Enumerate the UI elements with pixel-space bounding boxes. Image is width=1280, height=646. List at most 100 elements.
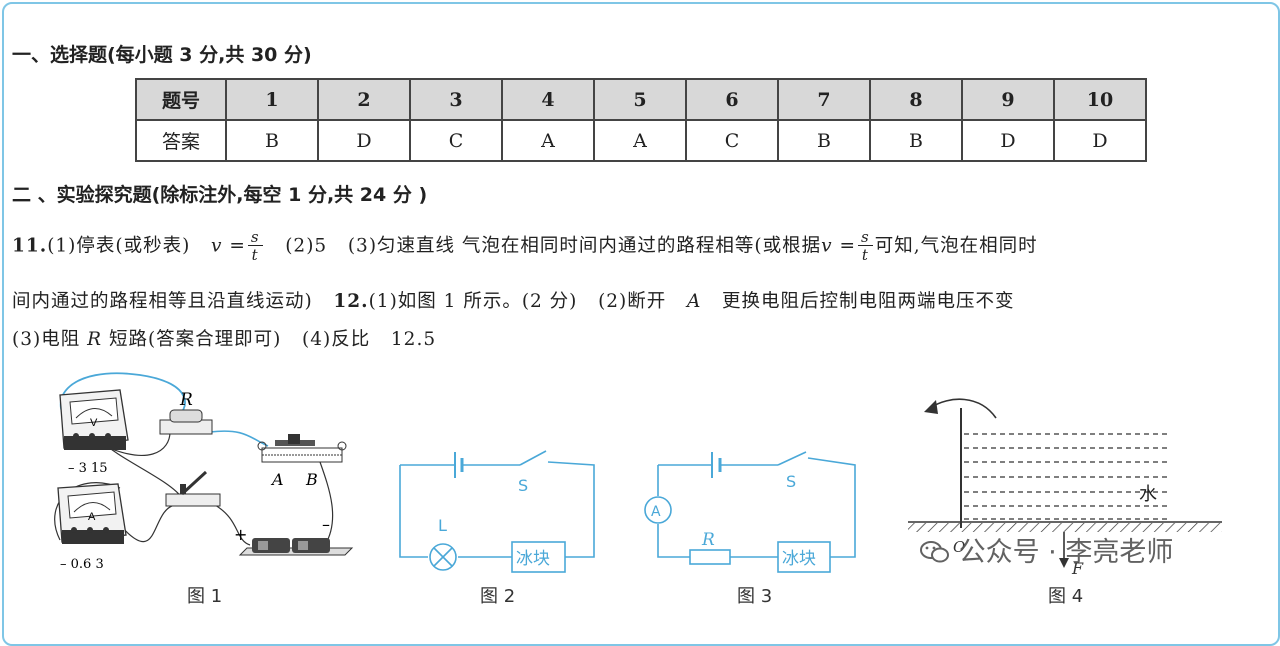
- lamp: [429, 543, 457, 571]
- fraction-numerator: s: [858, 230, 873, 246]
- wire: [319, 461, 334, 546]
- q12-part3-a: (3)电阻: [12, 329, 81, 350]
- wire: [119, 504, 176, 542]
- rotation-arrow: [929, 398, 997, 419]
- fixed-resistor: [159, 409, 213, 435]
- answer-cell: B: [777, 119, 871, 162]
- answer-cell: D: [1053, 119, 1147, 162]
- battery-minus: –: [322, 515, 330, 534]
- wire: [209, 430, 269, 447]
- water-lines: [964, 433, 1168, 520]
- question-number-cell: 5: [593, 78, 687, 121]
- watermark: 公众号 · 李亮老师: [920, 530, 1173, 569]
- answer-cell: A: [501, 119, 595, 162]
- fig2-ice-label: 冰块: [516, 549, 550, 569]
- q11-part3: (3)匀速直线 气泡在相同时间内通过的路程相等(或根据: [347, 235, 822, 257]
- question-number-cell: 4: [501, 78, 595, 121]
- wechat-icon: [920, 540, 950, 564]
- figure4: [908, 398, 1222, 568]
- rheostat-label-b: B: [305, 470, 318, 489]
- fig4-force-label: F: [1071, 559, 1084, 578]
- fig4-caption: 图 4: [1048, 586, 1084, 607]
- answer-cell: D: [317, 119, 411, 162]
- figure1: V – 3 15 R A B: [54, 372, 354, 572]
- q12-number: 12.: [333, 291, 369, 312]
- knife-switch: [165, 470, 221, 507]
- q11-part2: (2)5: [285, 235, 328, 257]
- question-number-cell: 1: [225, 78, 319, 121]
- answer-cell: D: [961, 119, 1055, 162]
- rheostat: [257, 434, 347, 463]
- figure3: [644, 451, 856, 573]
- fraction-denominator: t: [251, 246, 259, 264]
- circuit-wire: [399, 461, 595, 558]
- question-number-cell: 2: [317, 78, 411, 121]
- q12-part2: (2)断开: [598, 291, 667, 312]
- q11-q12-line2: 间内通过的路程相等且沿直线运动) 12.(1)如图 1 所示。(2 分) (2)…: [12, 287, 1014, 313]
- question-number-cell: 6: [685, 78, 779, 121]
- fig2-lamp-label: L: [438, 516, 447, 535]
- answer-cell: A: [593, 119, 687, 162]
- q11-part1: (1)停表(或秒表): [47, 235, 191, 257]
- row-label-answers: 答案: [135, 119, 227, 162]
- q12-part2-tail: 更换电阻后控制电阻两端电压不变: [721, 291, 1015, 312]
- watermark-text: 公众号 · 李亮老师: [958, 537, 1174, 568]
- fraction-denominator: t: [861, 246, 869, 264]
- voltmeter-scale: – 3 15: [68, 461, 108, 476]
- row-label-numbers: 题号: [135, 78, 227, 121]
- fig3-ammeter-label: A: [651, 504, 661, 520]
- rheostat-label-a: A: [270, 470, 284, 489]
- figures-svg: V – 3 15 R A B: [54, 372, 1222, 578]
- q12-part4-value: 12.5: [390, 329, 437, 350]
- battery-pack: [238, 538, 354, 556]
- q12-part1: (1)如图 1 所示。(2 分): [368, 291, 578, 312]
- fig2-caption: 图 2: [480, 586, 516, 607]
- resistor-symbol: [689, 549, 731, 565]
- ice-block-box: [511, 541, 566, 573]
- q11-formula2-lhs: v =: [821, 235, 856, 257]
- question-number-cell: 9: [961, 78, 1055, 121]
- answer-cell: B: [225, 119, 319, 162]
- q11-line2: 间内通过的路程相等且沿直线运动): [12, 291, 313, 312]
- voltmeter: V: [59, 389, 129, 450]
- ammeter-letter: A: [88, 511, 96, 523]
- fig1-caption: 图 1: [187, 586, 223, 607]
- fig4-pivot-label: O: [953, 538, 965, 556]
- fig2-switch-label: S: [518, 476, 528, 495]
- question-number-cell: 10: [1053, 78, 1147, 121]
- question-number-cell: 3: [409, 78, 503, 121]
- answer-cell: C: [685, 119, 779, 162]
- switch-blade: [777, 451, 807, 466]
- ice-block-box: [777, 541, 831, 573]
- fig3-switch-label: S: [786, 472, 796, 491]
- ammeter-scale: – 0.6 3: [60, 557, 104, 572]
- fraction-numerator: s: [247, 230, 263, 246]
- answer-cell: B: [869, 119, 963, 162]
- switch-blade: [519, 450, 547, 466]
- q11-formula-lhs: v =: [211, 235, 246, 257]
- fig3-caption: 图 3: [737, 586, 773, 607]
- q12-part3-b: 短路(答案合理即可): [108, 329, 282, 350]
- voltmeter-letter: V: [90, 417, 98, 429]
- wire: [214, 504, 251, 546]
- q12-part2-var: A: [686, 291, 702, 312]
- question-number-cell: 7: [777, 78, 871, 121]
- fig4-water-label: 水: [1139, 484, 1157, 505]
- battery-plus: +: [234, 525, 247, 544]
- q11-number: 11.: [12, 235, 48, 257]
- section2-heading: 二 、实验探究题(除标注外,每空 1 分,共 24 分 ): [12, 184, 428, 206]
- table-header-row: 题号 1 2 3 4 5 6 7 8 9 10: [135, 78, 1147, 121]
- q11-part3-tail: 可知,气泡在相同时: [874, 235, 1038, 257]
- answer-cell: C: [409, 119, 503, 162]
- fig3-resistor-label: R: [701, 530, 715, 550]
- fig3-ice-label: 冰块: [782, 549, 816, 569]
- q12-part3-var: R: [87, 329, 103, 350]
- q12-line3: (3)电阻 R 短路(答案合理即可) (4)反比 12.5: [12, 325, 436, 351]
- question-number-cell: 8: [869, 78, 963, 121]
- section1-heading: 一、选择题(每小题 3 分,共 30 分): [12, 44, 312, 66]
- resistor-label: R: [179, 390, 193, 410]
- answer-table: 题号 1 2 3 4 5 6 7 8 9 10 答案 B D C A A C B…: [135, 78, 1147, 162]
